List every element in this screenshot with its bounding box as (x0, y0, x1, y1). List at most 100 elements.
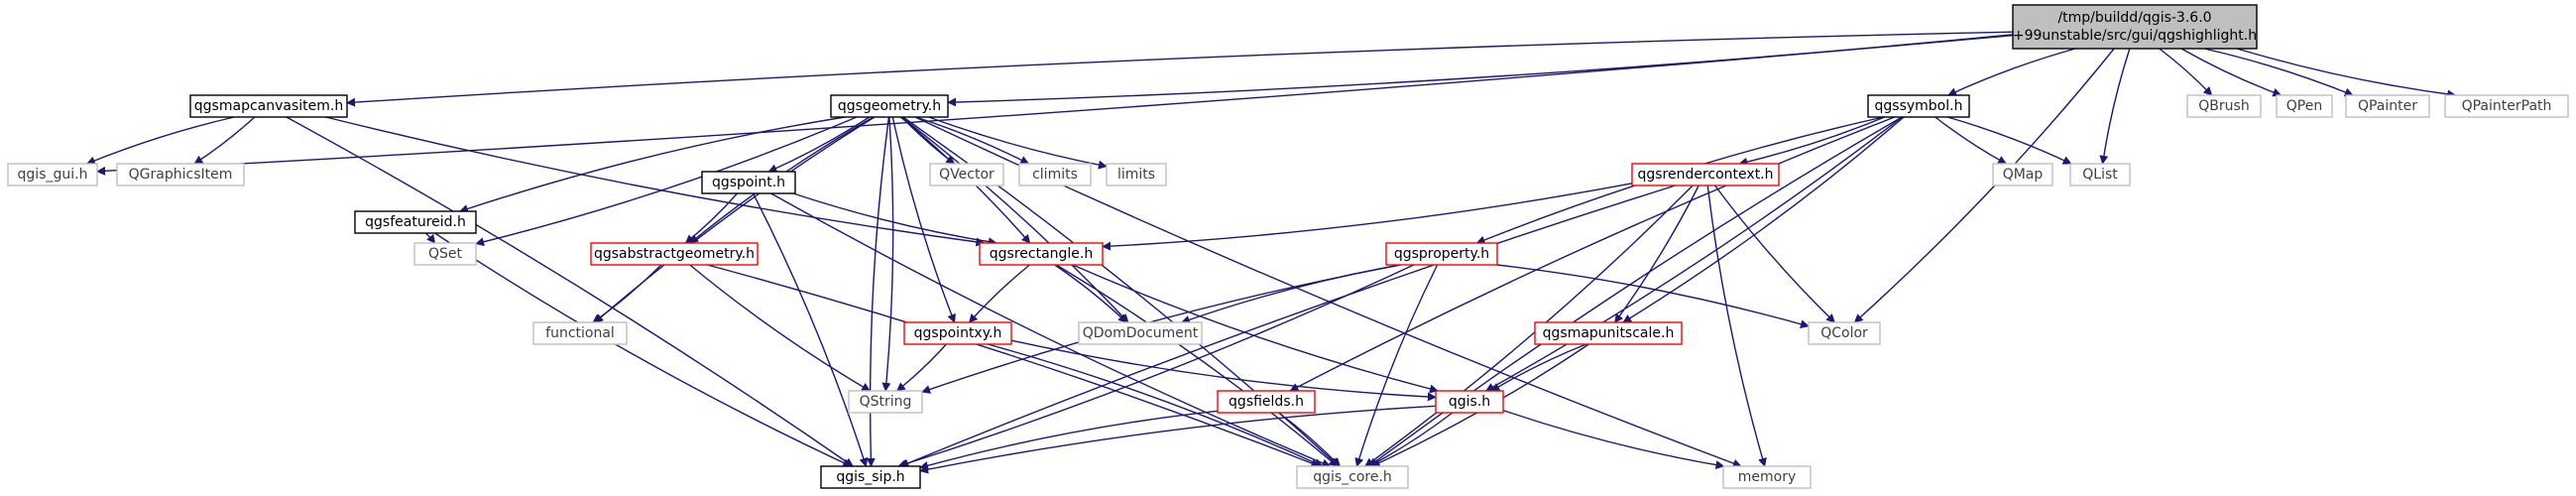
node-qdomdocument: QDomDocument (1078, 321, 1203, 345)
edge-qgssymbol-to-qlist (1946, 116, 2072, 165)
node-qgis[interactable]: qgis.h (1435, 390, 1504, 414)
node-label-root: /tmp/buildd/qgis-3.6.0 (2057, 10, 2211, 26)
node-box-qpen (2276, 94, 2333, 118)
node-label-qvector: QVector (939, 167, 995, 183)
edge-qgsmapcanvasitem-to-qgraphicsitem (193, 116, 256, 165)
edge-root-to-qgis_gui (96, 35, 2014, 176)
edge-qgsrendercontext-to-qgsrectangle (1102, 183, 1633, 251)
node-label-qgis_gui: qgis_gui.h (18, 167, 88, 183)
node-box-qgsrendercontext (1631, 163, 1780, 186)
node-box-qgraphicsitem (116, 163, 245, 186)
node-label-qgsproperty: qgsproperty.h (1394, 246, 1489, 262)
node-box-qset (413, 242, 477, 266)
edge-qgsfeatureid-to-qset (424, 232, 436, 244)
edge-qgsgeometry-to-qgspoint (767, 116, 871, 173)
node-label-qgis_core: qgis_core.h (1313, 469, 1392, 485)
edge-qgssymbol-to-qmap (1934, 116, 2008, 165)
nodes-layer: /tmp/buildd/qgis-3.6.0+99unstable/src/gu… (7, 4, 2569, 489)
node-box-qcolor (1808, 321, 1881, 345)
edge-qgsfields-to-qgis_sip (919, 410, 1219, 470)
node-climits: climits (1018, 163, 1092, 186)
node-box-qgssymbol (1867, 94, 1970, 118)
node-qpainterpath: QPainterPath (2444, 94, 2569, 118)
node-qgsproperty[interactable]: qgsproperty.h (1385, 242, 1498, 266)
node-qvector: QVector (929, 163, 1004, 186)
edge-qgsgeometry-to-qdomdocument (900, 116, 1129, 323)
node-box-root (2012, 4, 2258, 50)
edge-qgsabstractgeometry-to-qgis_core (707, 264, 1321, 468)
node-label-qdomdocument: QDomDocument (1083, 325, 1199, 341)
edge-root-to-qpen (2180, 48, 2283, 97)
edge-qgspointxy-to-qstring (895, 343, 947, 392)
edge-qgsgeometry-to-qgspointxy (891, 116, 956, 323)
edge-root-to-qgsmapcanvasitem (346, 31, 2014, 107)
node-qgsrectangle[interactable]: qgsrectangle.h (979, 242, 1104, 266)
edge-qgis-to-qgis_core (1368, 412, 1454, 467)
node-label-qgsfeatureid: qgsfeatureid.h (365, 214, 466, 230)
edge-qgsgeometry-to-climits (915, 116, 1030, 165)
node-box-qgis_core (1296, 465, 1409, 489)
node-label-qset: QSet (428, 246, 463, 262)
node-root[interactable]: /tmp/buildd/qgis-3.6.0+99unstable/src/gu… (2012, 4, 2258, 50)
node-memory: memory (1722, 465, 1812, 489)
edge-qgsabstractgeometry-to-qstring (689, 264, 872, 392)
node-label-qstring: QString (860, 394, 912, 410)
node-qbrush: QBrush (2186, 94, 2262, 118)
node-qgsfeatureid[interactable]: qgsfeatureid.h (354, 210, 477, 234)
edge-qgsfeatureid-to-qgis_sip (434, 232, 853, 467)
edge-qgssymbol-to-qgis (1484, 116, 1903, 392)
node-box-qgsrectangle (979, 242, 1104, 266)
node-qset: QSet (413, 242, 477, 266)
edge-qgsgeometry-to-qgis_sip (866, 116, 890, 467)
edge-qgsrendercontext-to-qcolor (1714, 185, 1836, 323)
node-qgsrendercontext[interactable]: qgsrendercontext.h (1631, 163, 1780, 186)
edge-qgsmapcanvasitem-to-qgis_sip (286, 116, 854, 467)
node-qmap: QMap (1992, 163, 2053, 186)
node-box-limits (1106, 163, 1167, 186)
node-qgspointxy[interactable]: qgspointxy.h (903, 321, 1012, 345)
node-box-qmap (1992, 163, 2053, 186)
node-label-functional: functional (545, 325, 615, 341)
edge-qgis-to-memory (1502, 409, 1725, 470)
node-qgsmapunitscale[interactable]: qgsmapunitscale.h (1534, 321, 1683, 345)
node-label-qgspointxy: qgspointxy.h (914, 325, 1002, 341)
edge-qgsgeometry-to-functional (594, 116, 876, 323)
edge-root-to-qcolor (1853, 48, 2115, 323)
node-qgspoint[interactable]: qgspoint.h (701, 171, 796, 194)
edges-layer (85, 31, 2457, 474)
node-qgis_sip[interactable]: qgis_sip.h (820, 465, 921, 489)
node-box-qgsfields (1217, 390, 1316, 414)
edge-qgsproperty-to-qstring (921, 264, 1401, 394)
edge-qgssymbol-to-qgsmapunitscale (1622, 116, 1905, 323)
edge-root-to-qpainter (2203, 48, 2354, 97)
edge-qgspoint-to-qgsabstractgeometry (684, 192, 739, 244)
node-qgis_core: qgis_core.h (1296, 465, 1409, 489)
edge-qgsabstractgeometry-to-functional (592, 264, 662, 323)
edge-qgspoint-to-qgis_sip (752, 192, 869, 467)
node-qgsabstractgeometry[interactable]: qgsabstractgeometry.h (590, 242, 759, 266)
node-qgsgeometry[interactable]: qgsgeometry.h (830, 94, 949, 118)
node-qgsmapcanvasitem[interactable]: qgsmapcanvasitem.h (189, 94, 348, 118)
node-label-qbrush: QBrush (2198, 98, 2249, 114)
edge-qgsgeometry-to-limits (928, 116, 1108, 170)
node-box-qgis_sip (820, 465, 921, 489)
edge-qgsrectangle-to-qgis_core (1055, 264, 1339, 467)
node-qgsfields[interactable]: qgsfields.h (1217, 390, 1316, 414)
node-label-qmap: QMap (2003, 167, 2044, 183)
node-label-qcolor: QColor (1820, 325, 1868, 341)
node-qgssymbol[interactable]: qgssymbol.h (1867, 94, 1970, 118)
node-box-qgsproperty (1385, 242, 1498, 266)
node-label-qpen: QPen (2286, 98, 2322, 114)
edge-qgsrendercontext-to-qgis_sip (899, 185, 1676, 468)
node-box-qgis_gui (7, 163, 98, 186)
node-label-qpainterpath: QPainterPath (2462, 98, 2552, 114)
edge-qgis-to-qgis_sip (919, 405, 1437, 474)
node-box-qgsgeometry (830, 94, 949, 118)
node-box-climits (1018, 163, 1092, 186)
node-label-qgsrectangle: qgsrectangle.h (990, 246, 1093, 262)
node-label-qgsfields: qgsfields.h (1229, 394, 1304, 410)
edge-root-to-qlist (2099, 48, 2131, 165)
node-box-qdomdocument (1078, 321, 1203, 345)
node-box-qgsmapunitscale (1534, 321, 1683, 345)
